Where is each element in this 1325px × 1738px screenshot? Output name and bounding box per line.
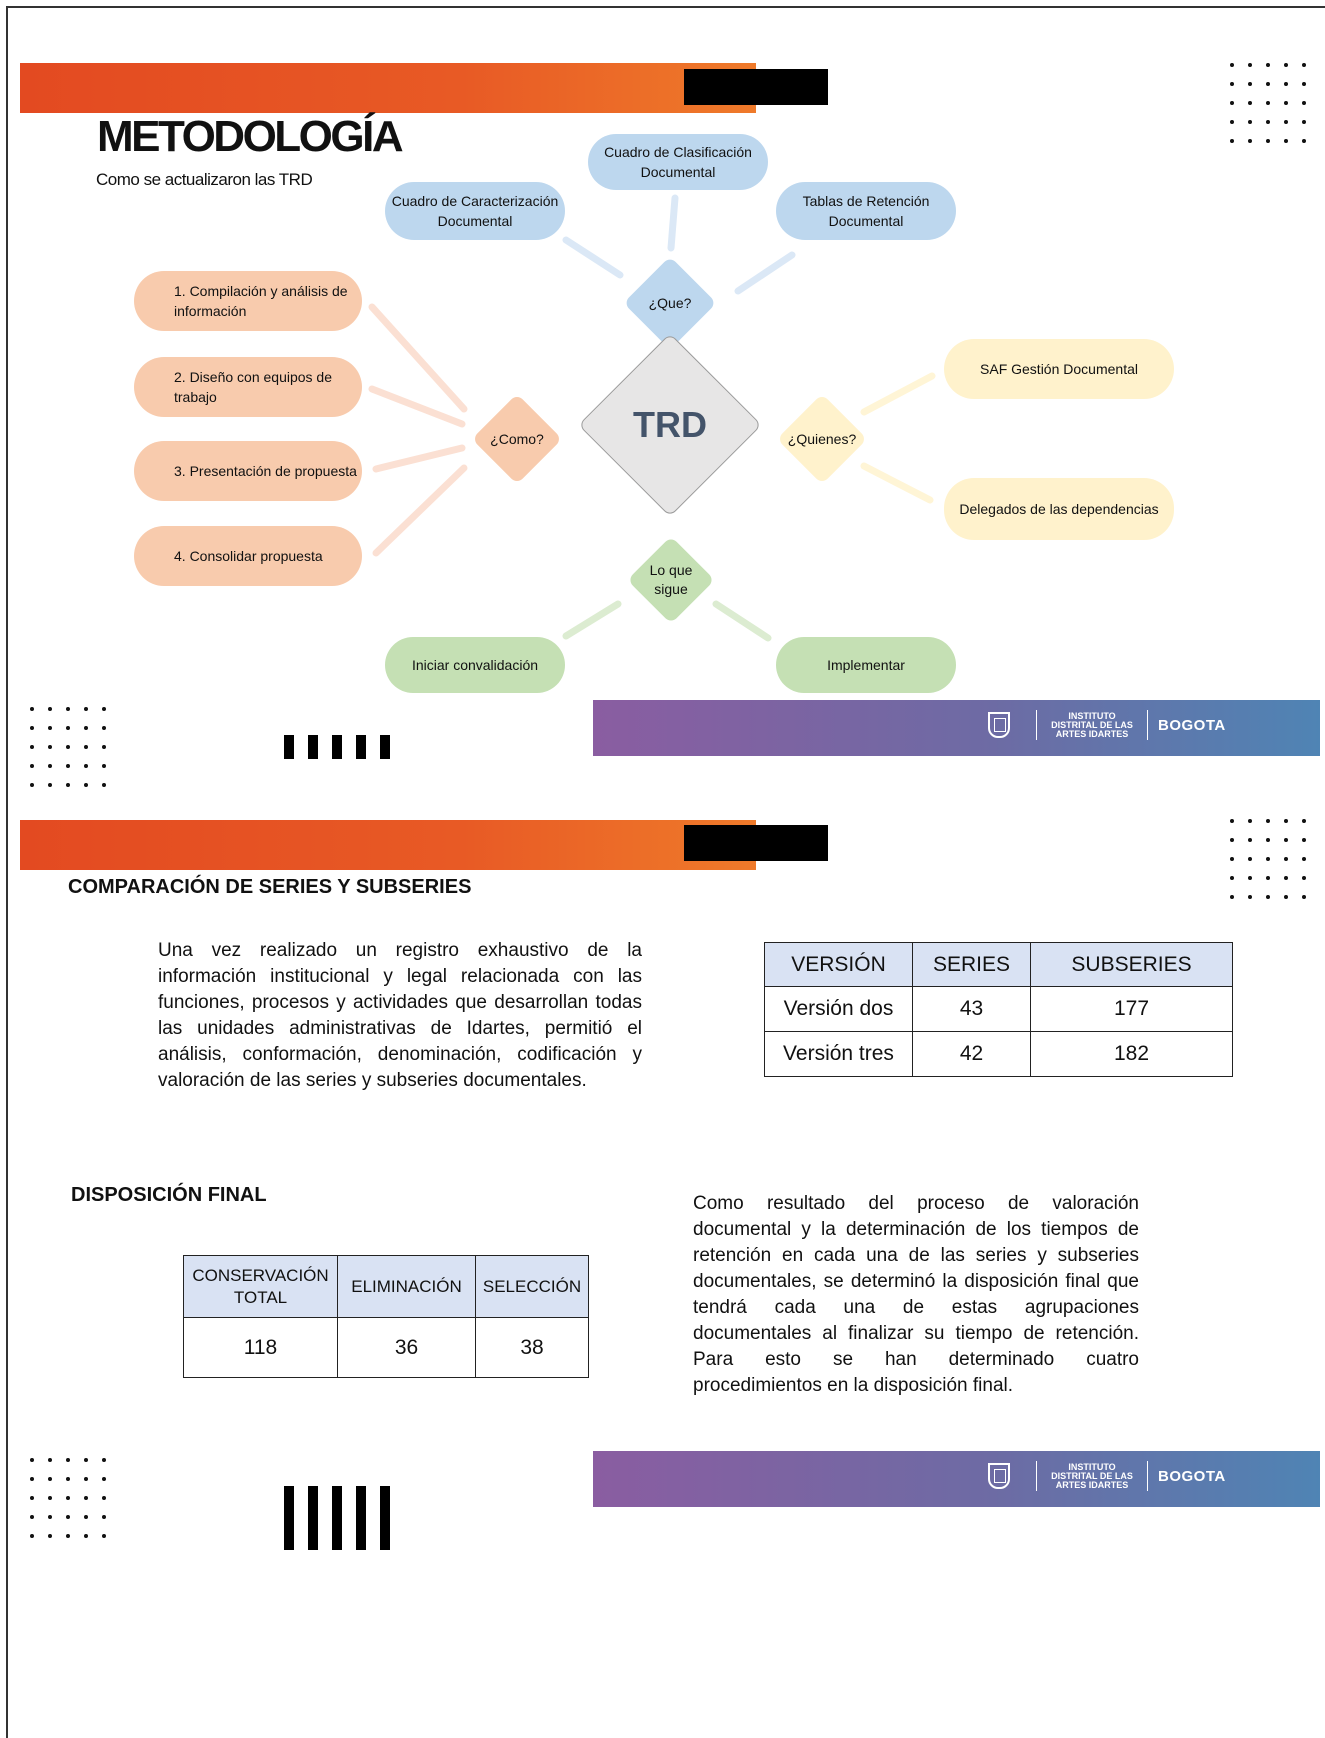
- disposicion-table-cell: 38: [475, 1317, 589, 1378]
- shield-icon: [988, 712, 1010, 738]
- node-saf-gestion: SAF Gestión Documental: [944, 339, 1174, 399]
- series-table-cell: Versión tres: [764, 1031, 913, 1077]
- dot-grid-decoration: [1230, 63, 1306, 143]
- node-consolidar: 4. Consolidar propuesta: [134, 526, 362, 586]
- diamond-que-label: ¿Que?: [648, 294, 692, 311]
- series-table-cell: 43: [912, 986, 1031, 1032]
- disposicion-heading: DISPOSICIÓN FINAL: [71, 1184, 267, 1206]
- redaction-block: [684, 69, 828, 105]
- disposicion-table-cell: 118: [183, 1317, 338, 1378]
- logo-divider: [1036, 710, 1037, 740]
- bogota-logo: BOGOTA: [1158, 716, 1226, 734]
- logo-divider: [1147, 1461, 1148, 1491]
- series-table-header: VERSIÓN: [764, 942, 913, 987]
- idartes-logo: INSTITUTO DISTRITAL DE LAS ARTES IDARTES: [1051, 710, 1133, 739]
- node-cuadro-caracterizacion: Cuadro de Caracterización Documental: [385, 182, 565, 240]
- node-iniciar-convalidacion: Iniciar convalidación: [385, 637, 565, 693]
- dot-grid-decoration: [30, 1458, 106, 1538]
- diamond-quienes: ¿Quienes?: [776, 393, 868, 485]
- logo-divider: [1036, 1461, 1037, 1491]
- disposicion-table-header: ELIMINACIÓN: [337, 1255, 476, 1318]
- diagram-connectors: [368, 194, 936, 642]
- node-compilacion: 1. Compilación y análisis de información: [134, 271, 362, 331]
- diamond-como: ¿Como?: [471, 393, 563, 485]
- footer-banner: [593, 1451, 1320, 1507]
- series-heading: COMPARACIÓN DE SERIES Y SUBSERIES: [68, 876, 472, 898]
- trd-center-label: TRD: [633, 404, 707, 445]
- disposicion-table-cell: 36: [337, 1317, 476, 1378]
- redaction-block: [684, 825, 828, 861]
- disposicion-table-header: SELECCIÓN: [475, 1255, 589, 1318]
- node-diseno: 2. Diseño con equipos de trabajo: [134, 357, 362, 417]
- series-table-cell: 182: [1030, 1031, 1233, 1077]
- series-table: VERSIÓN SERIES SUBSERIES Versión dos 43 …: [764, 942, 1233, 1077]
- page-frame: [6, 6, 1325, 1738]
- footer-logos: INSTITUTO DISTRITAL DE LAS ARTES IDARTES…: [988, 710, 1226, 740]
- series-table-header: SERIES: [912, 942, 1031, 987]
- series-table-cell: 177: [1030, 986, 1233, 1032]
- footer-banner: [593, 700, 1320, 756]
- bogota-logo: BOGOTA: [1158, 1467, 1226, 1485]
- page-subtitle: Como se actualizaron las TRD: [96, 170, 313, 189]
- orange-banner: [20, 820, 756, 870]
- diamond-que: ¿Que?: [623, 256, 717, 350]
- node-tablas-retencion: Tablas de Retención Documental: [776, 182, 956, 240]
- disposicion-paragraph: Como resultado del proceso de valoración…: [693, 1193, 1139, 1396]
- disposicion-table: CONSERVACIÓN TOTAL ELIMINACIÓN SELECCIÓN…: [183, 1255, 589, 1378]
- series-table-cell: Versión dos: [764, 986, 913, 1032]
- orange-banner: [20, 63, 756, 113]
- stripes-decoration: [284, 1486, 390, 1550]
- footer-logos: INSTITUTO DISTRITAL DE LAS ARTES IDARTES…: [988, 1461, 1226, 1491]
- logo-divider: [1147, 710, 1148, 740]
- series-paragraph: Una vez realizado un registro exhaustivo…: [158, 940, 642, 1091]
- idartes-logo: INSTITUTO DISTRITAL DE LAS ARTES IDARTES: [1051, 1461, 1133, 1490]
- node-implementar: Implementar: [776, 637, 956, 693]
- series-table-cell: 42: [912, 1031, 1031, 1077]
- diamond-lo-que-sigue-label: Lo que sigue: [649, 562, 693, 597]
- disposicion-table-header: CONSERVACIÓN TOTAL: [183, 1255, 338, 1318]
- dot-grid-decoration: [1230, 819, 1306, 899]
- page-title: METODOLOGÍA: [97, 112, 404, 161]
- node-presentacion: 3. Presentación de propuesta: [134, 441, 362, 501]
- node-delegados: Delegados de las dependencias: [944, 478, 1174, 540]
- dot-grid-decoration: [30, 707, 106, 787]
- diamond-trd-center: TRD: [578, 333, 762, 517]
- diamond-lo-que-sigue: Lo que sigue: [627, 536, 715, 624]
- series-table-header: SUBSERIES: [1030, 942, 1233, 987]
- node-cuadro-clasificacion: Cuadro de Clasificación Documental: [588, 134, 768, 190]
- shield-icon: [988, 1463, 1010, 1489]
- diamond-quienes-label: ¿Quienes?: [787, 430, 857, 447]
- stripes-decoration: [284, 735, 390, 759]
- diamond-como-label: ¿Como?: [490, 430, 544, 447]
